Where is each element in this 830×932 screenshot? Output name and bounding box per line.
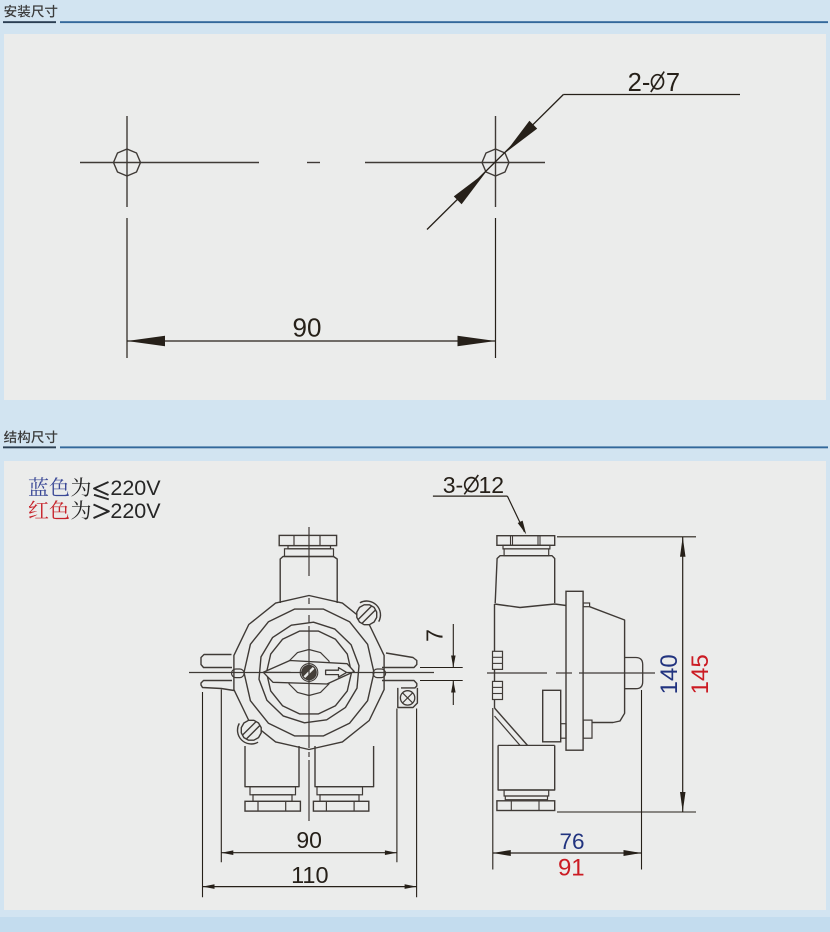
svg-text:91: 91 [558,855,585,882]
svg-text:3-: 3- [443,472,463,498]
svg-text:12: 12 [479,472,505,498]
svg-text:220V: 220V [110,499,161,523]
svg-text:90: 90 [296,827,322,853]
svg-text:2-: 2- [628,69,651,97]
svg-text:110: 110 [291,862,328,888]
svg-text:220V: 220V [110,476,161,500]
svg-text:7: 7 [422,629,448,642]
svg-text:90: 90 [293,313,322,343]
svg-text:145: 145 [687,654,714,694]
svg-text:76: 76 [559,829,584,854]
svg-text:7: 7 [666,69,680,97]
svg-text:140: 140 [656,654,683,694]
